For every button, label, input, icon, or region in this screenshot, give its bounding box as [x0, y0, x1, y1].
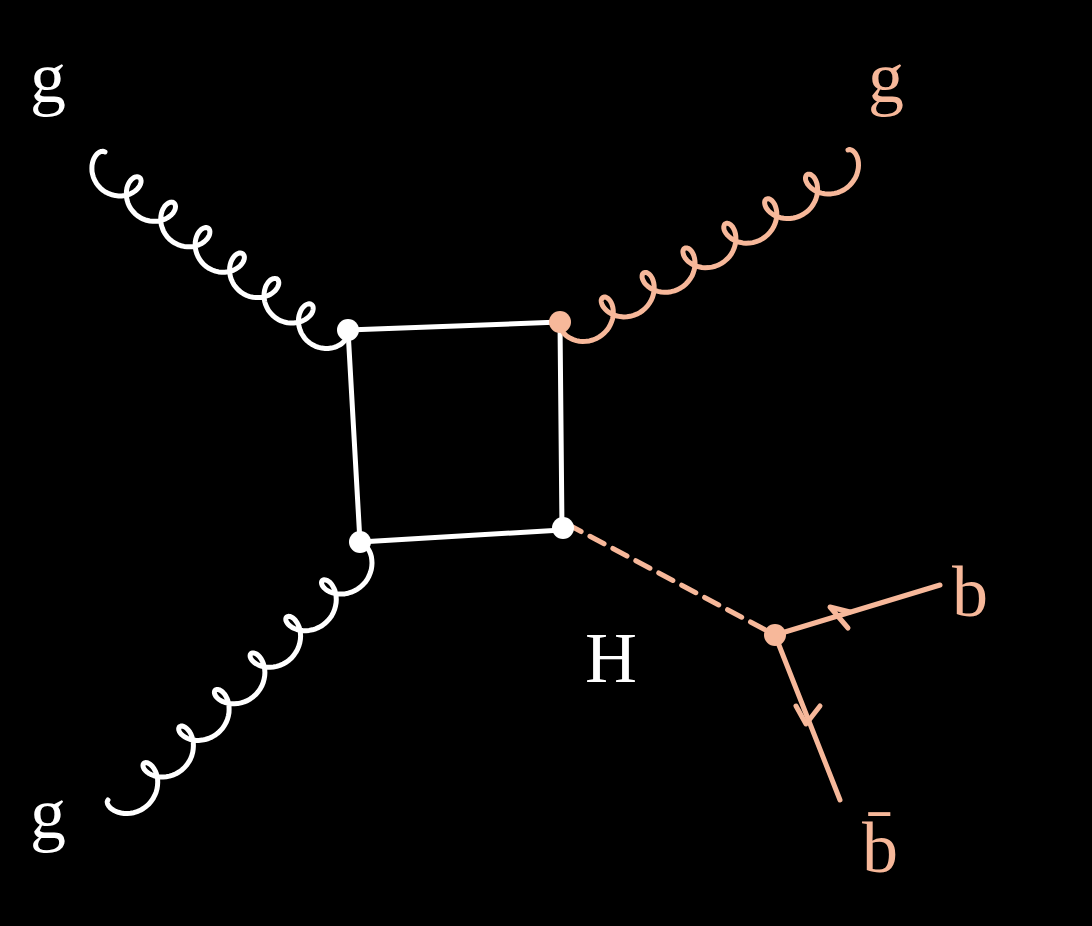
vertex: [764, 624, 786, 646]
particle-label: g: [30, 778, 66, 850]
text-anchor: g: [30, 778, 66, 850]
b-quark-line: [775, 585, 940, 635]
antib-quark-line: [775, 635, 840, 800]
text-anchor: b: [952, 556, 988, 628]
particle-label: b̄: [862, 812, 898, 884]
jet-cone: g: [515, 5, 1025, 350]
vertex: [552, 517, 574, 539]
text-anchor: g: [868, 42, 904, 114]
arrow-head: [796, 706, 820, 724]
text-anchor: b̄: [862, 812, 898, 884]
vertex: [337, 319, 359, 341]
arrow-head: [830, 607, 850, 628]
cone-shape: [515, 5, 1025, 350]
gluon-line: [560, 150, 858, 342]
quark-loop: [348, 322, 562, 542]
text-anchor: g: [30, 42, 66, 114]
higgs-line: [567, 524, 775, 635]
particle-label: b: [952, 556, 988, 628]
particle-label: H: [585, 622, 637, 694]
particle-label: g: [30, 42, 66, 114]
gluon-line: [92, 151, 348, 348]
gluon-line: [107, 543, 372, 813]
text-anchor: H: [585, 622, 637, 694]
vertex: [549, 311, 571, 333]
vertex: [349, 531, 371, 553]
particle-label: g: [868, 42, 904, 114]
jet-cone: b b̄: [550, 510, 1050, 926]
